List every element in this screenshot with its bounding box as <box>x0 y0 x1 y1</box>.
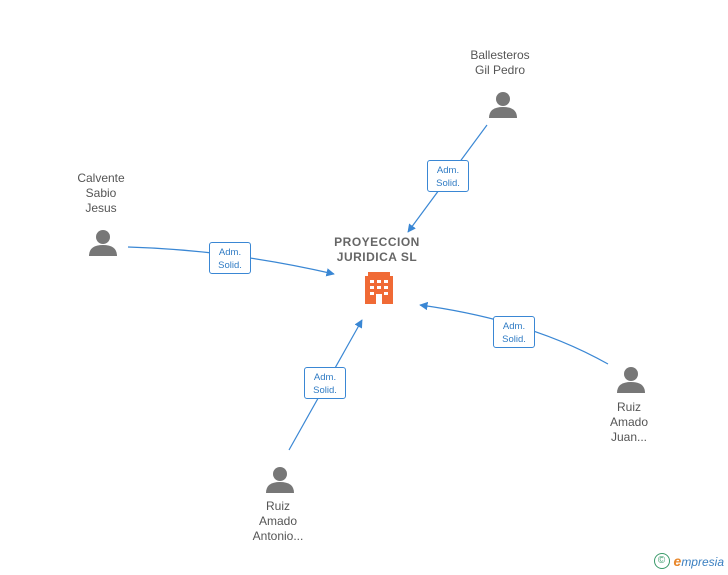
role-badge-ruiz-juan: Adm. Solid. <box>493 316 535 348</box>
person-icon[interactable] <box>489 92 517 118</box>
footer-brand: © empresia <box>653 551 724 571</box>
person-icon[interactable] <box>266 467 294 493</box>
copyright-icon: © <box>653 553 670 569</box>
person-name-ruiz-juan[interactable]: Ruiz Amado Juan... <box>609 400 649 444</box>
building-icon[interactable] <box>365 272 393 304</box>
role-badge-ballesteros: Adm. Solid. <box>427 160 469 192</box>
role-badge-calvente: Adm. Solid. <box>209 242 251 274</box>
person-name-ruiz-antonio[interactable]: Ruiz Amado Antonio... <box>252 499 304 543</box>
person-icon[interactable] <box>89 230 117 256</box>
person-name-ballesteros[interactable]: Ballesteros Gil Pedro <box>470 48 530 77</box>
brand-logo[interactable]: empresia <box>673 553 724 569</box>
company-name[interactable]: PROYECCION JURIDICA SL <box>334 235 420 264</box>
role-badge-ruiz-antonio: Adm. Solid. <box>304 367 346 399</box>
person-name-calvente[interactable]: Calvente Sabio Jesus <box>77 171 125 215</box>
person-icon[interactable] <box>617 367 645 393</box>
